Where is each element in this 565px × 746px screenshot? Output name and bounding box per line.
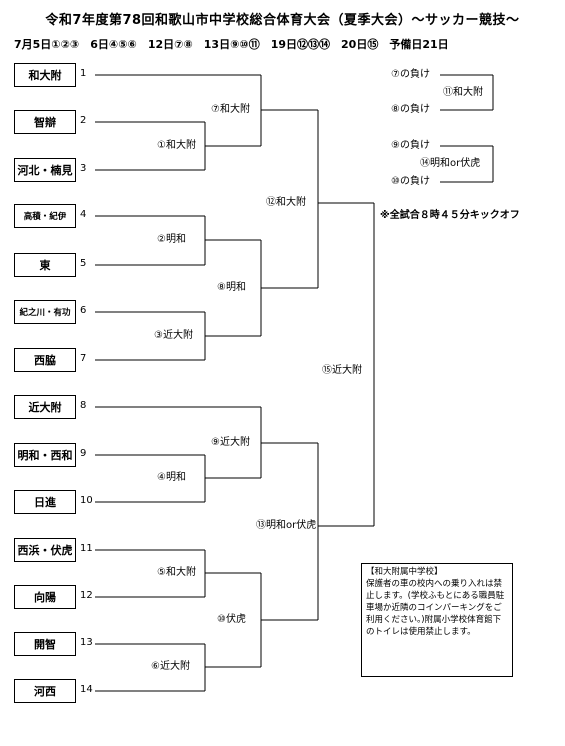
match-label-5: ⑤和大附 — [157, 567, 196, 578]
team-box: 西脇 — [14, 348, 76, 372]
notice-body: 保護者の車の校内への乗り入れは禁止します。(学校ふもとにある職員駐車場か近隣のコ… — [366, 579, 505, 637]
kickoff-note: ※全試合８時４５分キックオフ — [380, 210, 520, 221]
team-box: 智辯 — [14, 110, 76, 134]
consolation-a-top: ⑦の負け — [391, 69, 430, 80]
match-label-13: ⑬明和or伏虎 — [256, 520, 317, 531]
seed-number: 9 — [80, 448, 87, 459]
seed-number: 11 — [80, 543, 93, 554]
match-label-8: ⑧明和 — [217, 282, 246, 293]
notice-box: 【和大附属中学校】 保護者の車の校内への乗り入れは禁止します。(学校ふもとにある… — [361, 563, 513, 677]
match-label-12: ⑫和大附 — [266, 197, 306, 208]
team-box: 河北・楠見 — [14, 158, 76, 182]
seed-number: 12 — [80, 590, 93, 601]
seed-number: 2 — [80, 115, 87, 126]
match-label-4: ④明和 — [157, 472, 186, 483]
consolation-b-top: ⑨の負け — [391, 140, 430, 151]
seed-number: 7 — [80, 353, 87, 364]
match-label-7: ⑦和大附 — [211, 104, 250, 115]
match-label-15: ⑮近大附 — [322, 365, 362, 376]
match-schedule: 7月5日①②③ 6日④⑤⑥ 12日⑦⑧ 13日⑨⑩⑪ 19日⑫⑬⑭ 20日⑮ 予… — [14, 38, 449, 51]
seed-number: 10 — [80, 495, 93, 506]
team-box: 向陽 — [14, 585, 76, 609]
seed-number: 1 — [80, 68, 87, 79]
consolation-a-result: ⑪和大附 — [443, 87, 483, 98]
seed-number: 8 — [80, 400, 87, 411]
seed-number: 6 — [80, 305, 87, 316]
seed-number: 3 — [80, 163, 87, 174]
tournament-title: 令和7年度第78回和歌山市中学校総合体育大会（夏季大会）～サッカー競技～ — [45, 13, 520, 28]
seed-number: 14 — [80, 684, 93, 695]
seed-number: 4 — [80, 209, 87, 220]
team-box: 西浜・伏虎 — [14, 538, 76, 562]
notice-heading: 【和大附属中学校】 — [366, 567, 443, 577]
team-box: 開智 — [14, 632, 76, 656]
team-box: 河西 — [14, 679, 76, 703]
team-box: 高積・紀伊 — [14, 204, 76, 228]
match-label-2: ②明和 — [157, 234, 186, 245]
team-box: 明和・西和 — [14, 443, 76, 467]
match-label-3: ③近大附 — [154, 330, 193, 341]
team-box: 近大附 — [14, 395, 76, 419]
consolation-b-result: ⑭明和or伏虎 — [420, 158, 481, 169]
match-label-1: ①和大附 — [157, 140, 196, 151]
team-box: 紀之川・有功 — [14, 300, 76, 324]
team-box: 和大附 — [14, 63, 76, 87]
consolation-b-bottom: ⑩の負け — [391, 176, 430, 187]
seed-number: 13 — [80, 637, 93, 648]
match-label-9: ⑨近大附 — [211, 437, 250, 448]
team-box: 東 — [14, 253, 76, 277]
consolation-a-bottom: ⑧の負け — [391, 104, 430, 115]
match-label-6: ⑥近大附 — [151, 661, 190, 672]
match-label-10: ⑩伏虎 — [217, 614, 246, 625]
seed-number: 5 — [80, 258, 87, 269]
team-box: 日進 — [14, 490, 76, 514]
